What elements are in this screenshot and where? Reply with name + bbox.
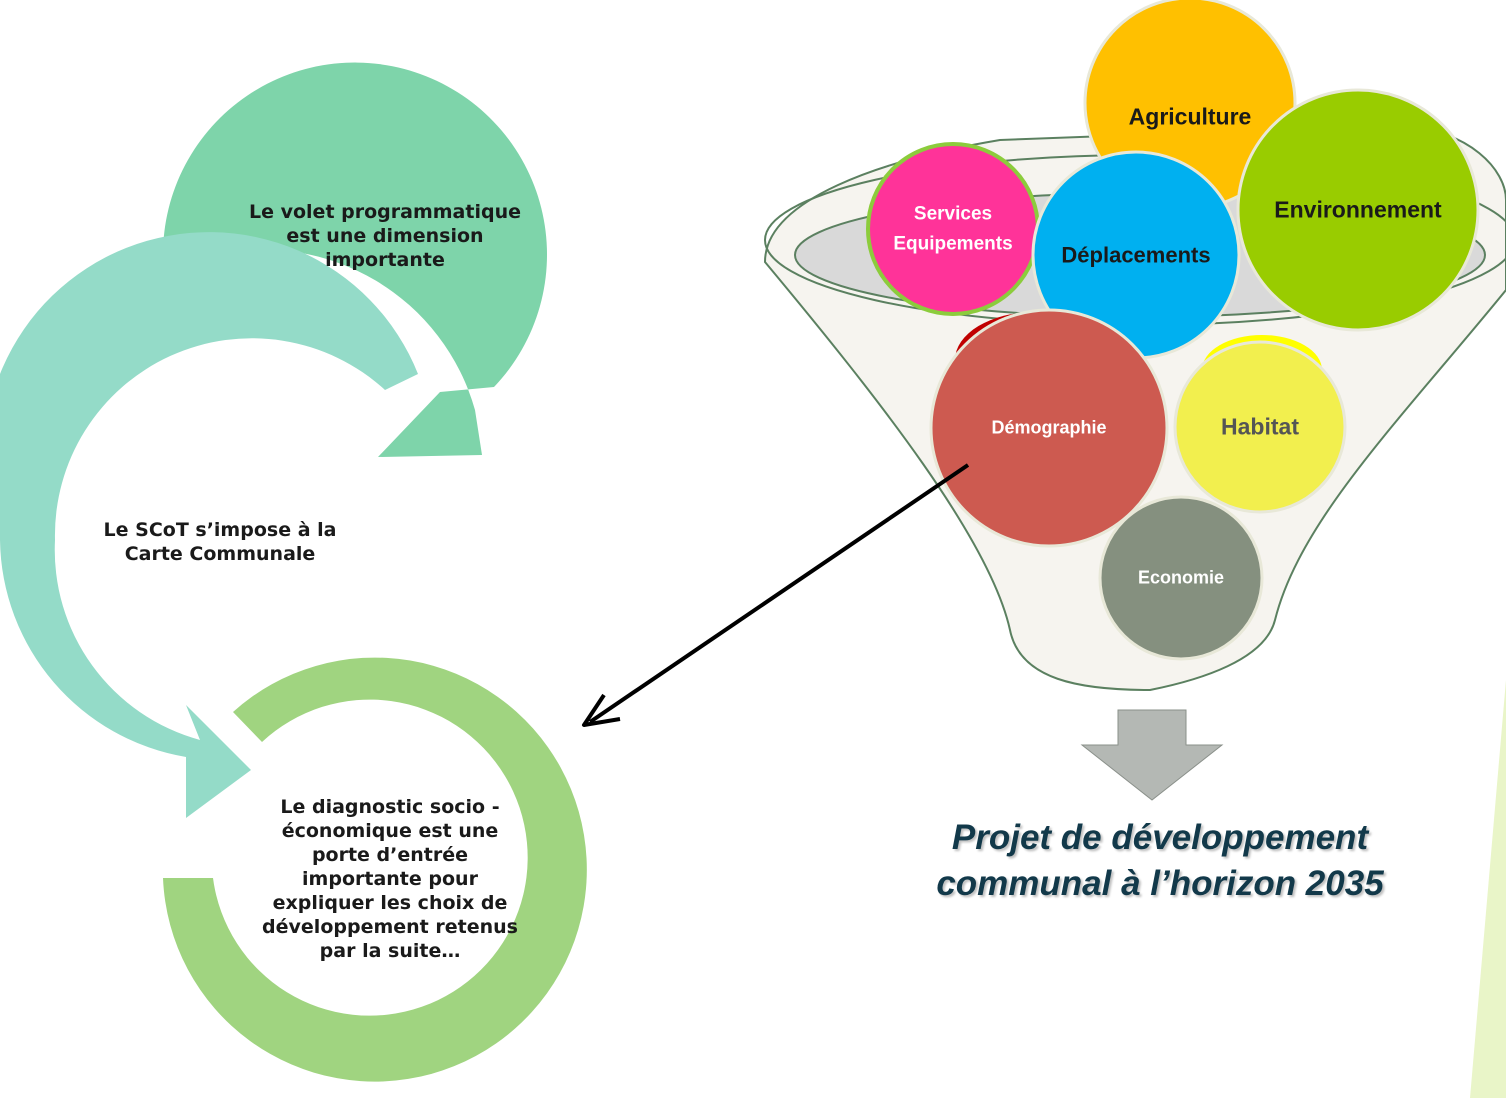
- demographie-label: Démographie: [991, 417, 1107, 438]
- demographie-bubble: [929, 308, 1169, 548]
- cycle-step-2-text: Le SCoT s’impose à la Carte Communale: [103, 519, 337, 565]
- agriculture-label: Agriculture: [1128, 103, 1252, 130]
- environnement-label: Environnement: [1274, 196, 1442, 223]
- services-label: Services Equipements: [893, 203, 1013, 255]
- economie-label: Economie: [1137, 567, 1225, 588]
- cycle-step-1-text: Le volet programmatique est une dimensio…: [249, 201, 521, 271]
- deplacements-label: Déplacements: [1061, 242, 1211, 268]
- pointer-arrow: [582, 463, 970, 727]
- down-arrow: [1080, 709, 1224, 801]
- result-title: Projet de développement communal à l’hor…: [936, 818, 1384, 903]
- economie-bubble: [1098, 495, 1264, 661]
- cycle-arrow-3: [163, 657, 587, 1082]
- environnement-bubble: [1236, 88, 1480, 332]
- cycle-step-3-text: Le diagnostic socio - économique est une…: [262, 796, 518, 962]
- cycle-arrow-1: [162, 62, 547, 457]
- cycle-arrow-2: [0, 232, 418, 818]
- bubble-layer: [866, 0, 1480, 661]
- habitat-label: Habitat: [1221, 413, 1299, 440]
- corner-decoration: [1470, 680, 1506, 1098]
- habitat-bubble: [1173, 340, 1347, 514]
